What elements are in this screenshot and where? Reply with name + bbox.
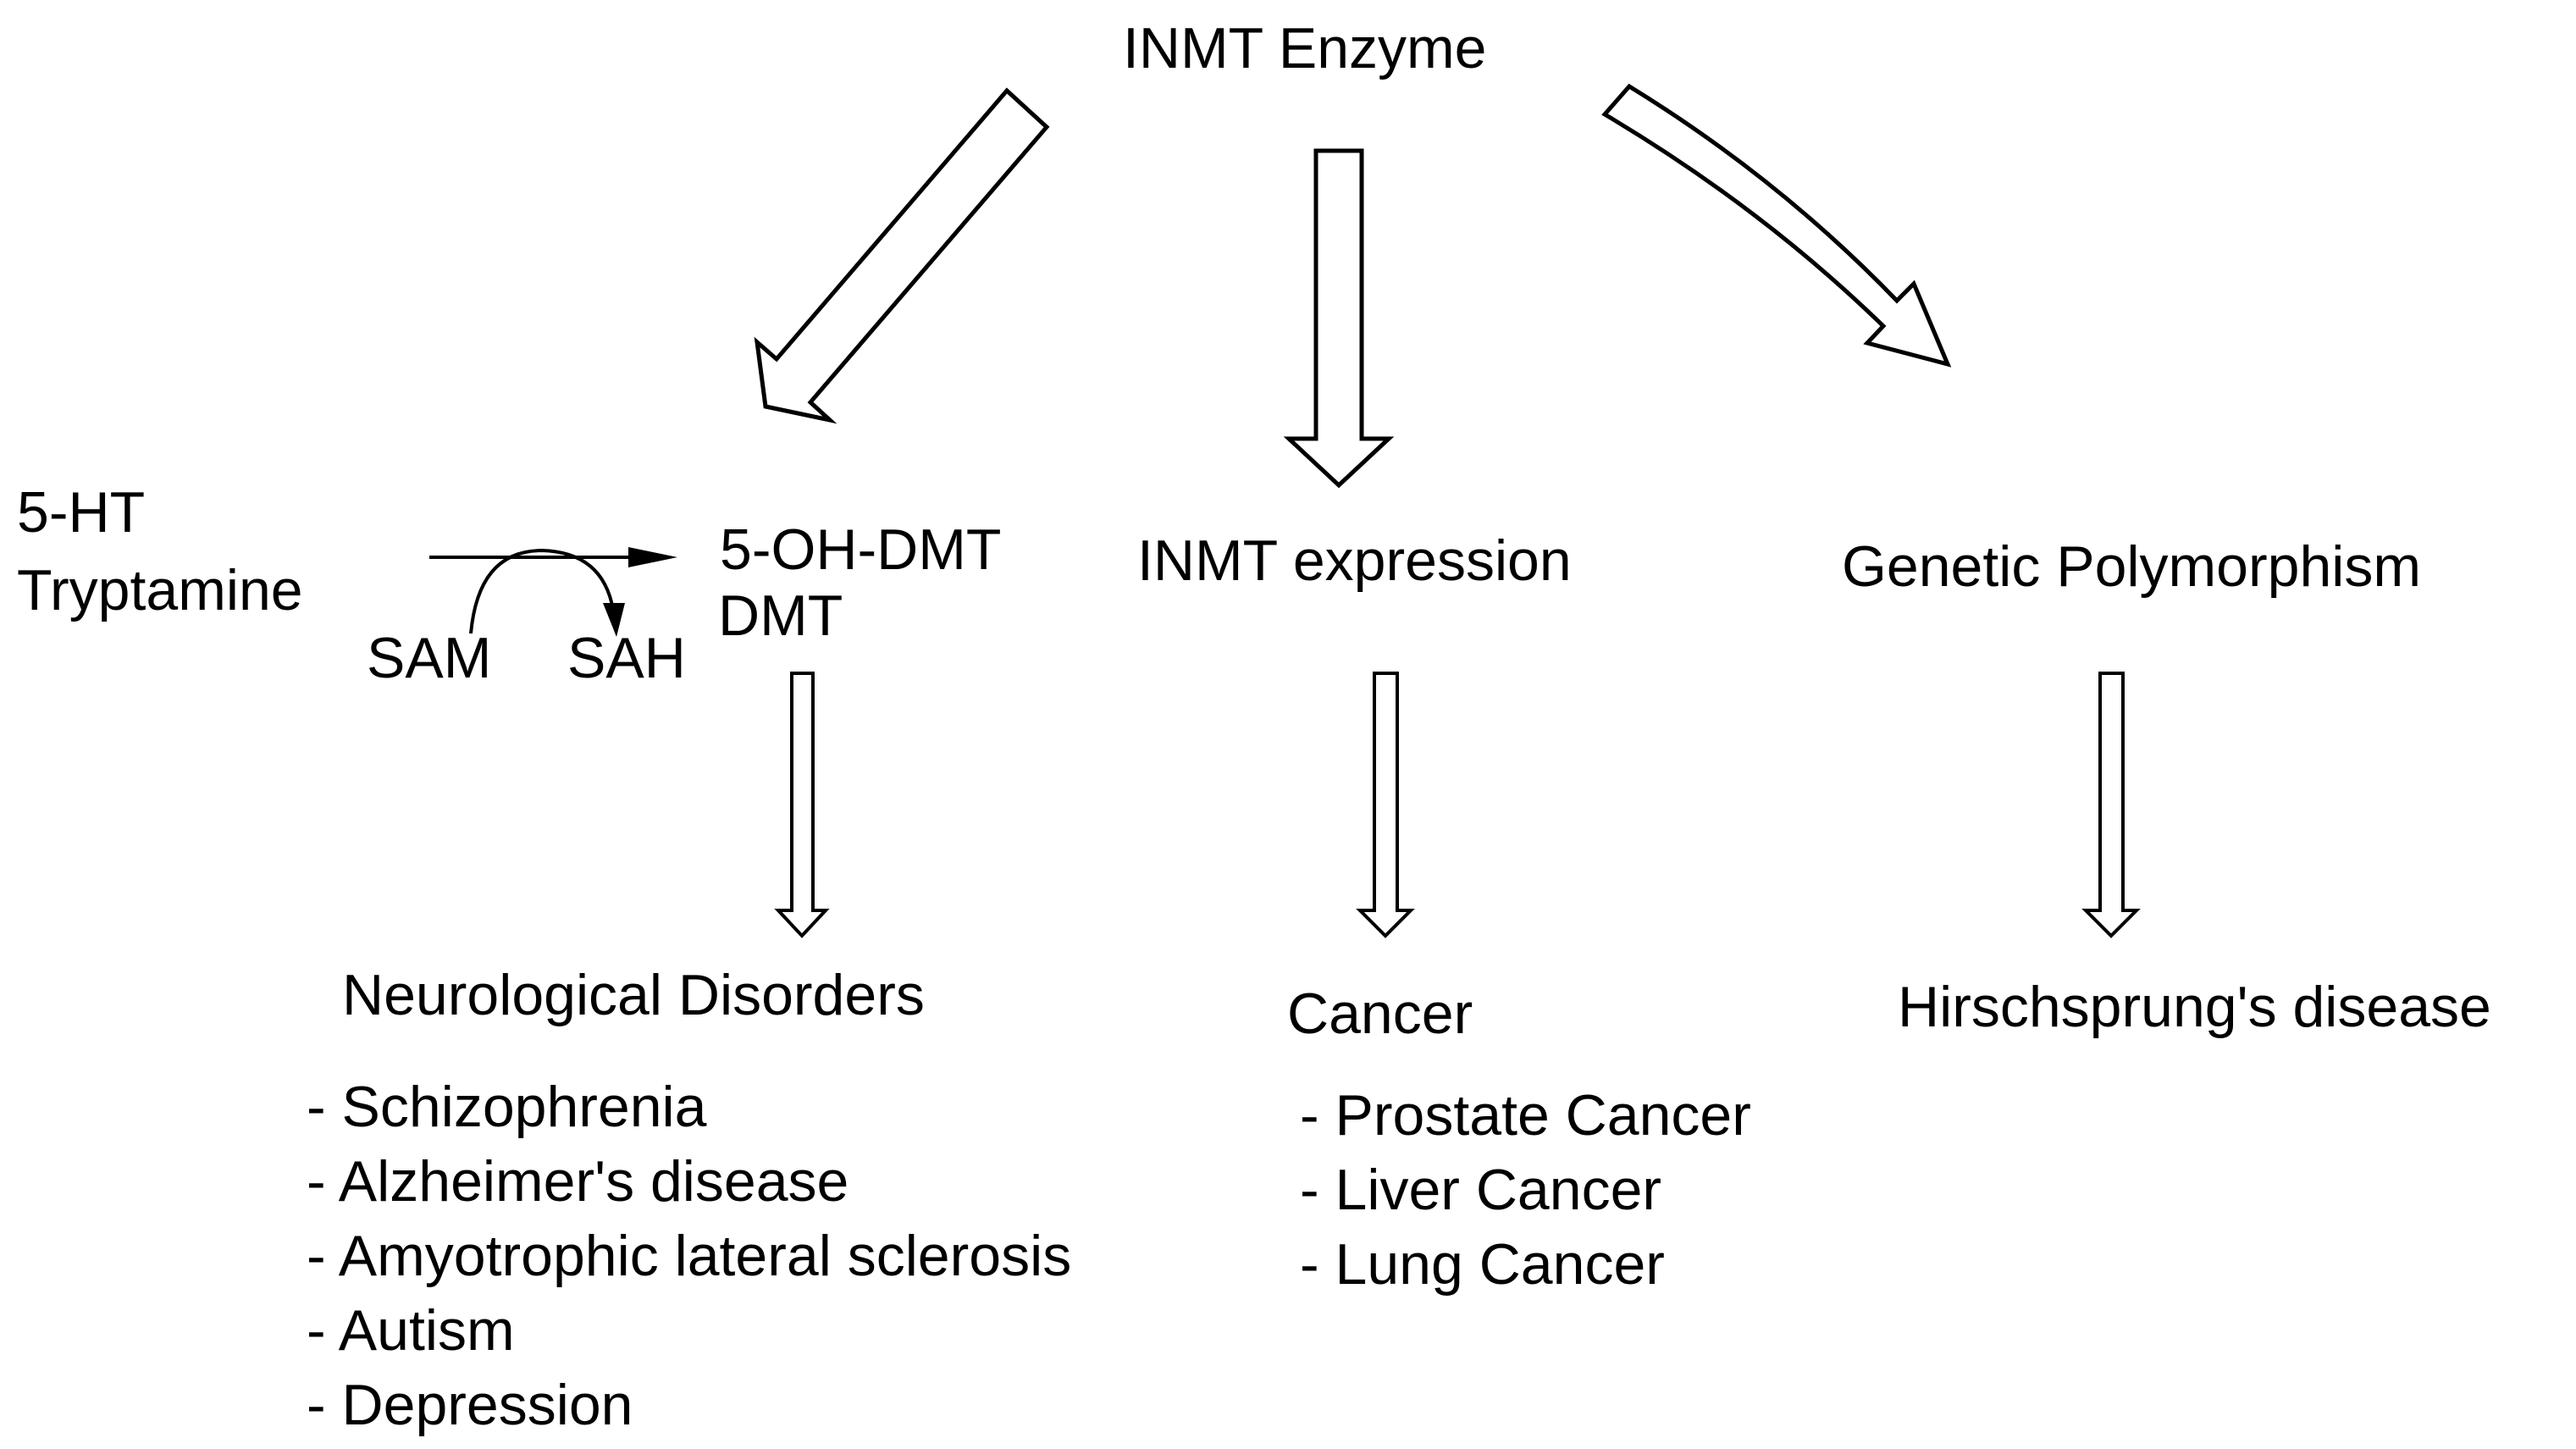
cofactor-curve xyxy=(469,548,615,634)
cofactor-sah: SAH xyxy=(567,626,686,690)
cancer-item: - Prostate Cancer xyxy=(1300,1083,1751,1148)
root-label: INMT Enzyme xyxy=(1123,16,1486,80)
neuro-item: - Alzheimer's disease xyxy=(307,1149,849,1214)
cofactor-sam: SAM xyxy=(367,626,491,690)
reaction-arrow-head xyxy=(628,547,677,567)
cancer-item: - Liver Cancer xyxy=(1300,1158,1661,1222)
product-5-oh-dmt: 5-OH-DMT xyxy=(720,517,1001,582)
arrow-products-to-neuro xyxy=(774,672,830,938)
arrow-root-to-polymorphism xyxy=(1601,83,1952,368)
arrow-expression-to-cancer xyxy=(1356,672,1415,938)
neuro-item: - Depression xyxy=(307,1373,633,1437)
arrow-root-to-expression xyxy=(1283,148,1395,489)
neuro-item: - Amyotrophic lateral sclerosis xyxy=(307,1224,1071,1288)
arrow-polymorphism-to-hirschsprung xyxy=(2081,672,2141,938)
hirschsprung-title: Hirschsprung's disease xyxy=(1898,975,2491,1039)
cancer-item: - Lung Cancer xyxy=(1300,1232,1665,1297)
inmt-expression-label: INMT expression xyxy=(1137,528,1572,593)
product-dmt: DMT xyxy=(718,583,843,648)
genetic-polymorphism-label: Genetic Polymorphism xyxy=(1842,534,2421,599)
neuro-item: - Schizophrenia xyxy=(307,1075,707,1139)
cancer-title: Cancer xyxy=(1287,982,1473,1046)
neuro-title: Neurological Disorders xyxy=(342,963,925,1027)
neuro-item: - Autism xyxy=(307,1298,515,1363)
cofactor-curve-head xyxy=(603,603,625,637)
substrate-tryptamine: Tryptamine xyxy=(17,558,303,622)
substrate-5ht: 5-HT xyxy=(17,480,145,545)
arrow-root-to-reaction xyxy=(754,87,1050,424)
